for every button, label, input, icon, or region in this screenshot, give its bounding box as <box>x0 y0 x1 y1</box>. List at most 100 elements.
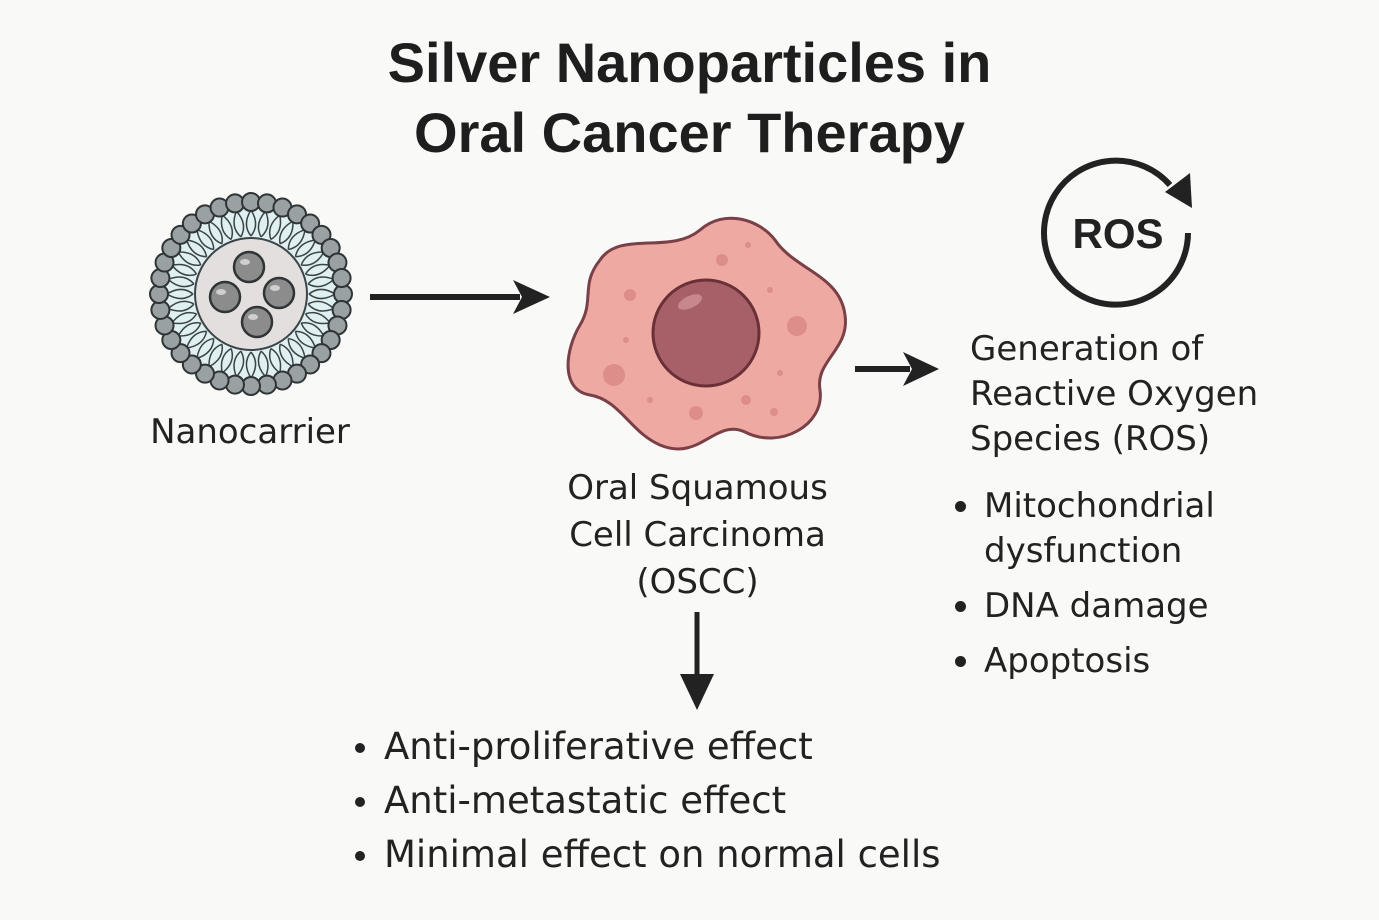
lipid-tail <box>233 210 242 238</box>
lipid-tail <box>300 251 324 266</box>
oscc-label: Oral Squamous Cell Carcinoma (OSCC) <box>520 465 875 606</box>
lipid-tail <box>233 350 242 378</box>
list-item-text: dysfunction <box>984 531 1183 571</box>
cancer-cell-icon <box>566 216 847 451</box>
lipid-tail <box>295 330 317 349</box>
nanocarrier-label: Nanocarrier <box>150 412 350 452</box>
list-item: Anti-proliferative effect <box>352 722 941 772</box>
nanoparticle <box>262 276 296 310</box>
lipid-tail <box>301 251 325 267</box>
lipid-tail <box>287 338 306 360</box>
silver-nanoparticles <box>208 250 296 339</box>
lipid-tail <box>257 210 267 238</box>
cell-effects-list: Anti-proliferative effect Anti-metastati… <box>352 722 941 884</box>
lipid-tail <box>167 303 195 312</box>
lipid-tail <box>288 337 306 359</box>
lipid-tail <box>167 300 195 310</box>
lipid-tail <box>171 264 197 277</box>
lipid-tail <box>208 221 223 245</box>
cytoplasm-granules <box>603 242 807 420</box>
oscc-label-line: (OSCC) <box>636 562 759 602</box>
lipid-tail <box>245 209 252 237</box>
list-item: Anti-metastatic effect <box>352 776 941 826</box>
lipid-tail <box>279 221 294 245</box>
lipid-tail <box>250 209 257 237</box>
ros-label-line: Generation of <box>970 329 1204 369</box>
lipid-tail <box>305 264 331 277</box>
diagram-title: Silver Nanoparticles in Oral Cancer Ther… <box>0 28 1379 168</box>
list-item: DNA damage <box>952 584 1215 629</box>
lipid-heads <box>149 192 353 396</box>
ros-label-line: Reactive Oxygen <box>970 374 1259 414</box>
lipid-head <box>331 268 352 289</box>
lipid-tail <box>171 263 198 275</box>
nanocarrier-core <box>194 237 308 351</box>
lipid-tail <box>186 239 208 257</box>
nanoparticle <box>232 250 266 284</box>
lipid-tail <box>260 210 269 238</box>
lipid-tail <box>208 343 223 367</box>
lipid-tail <box>308 293 336 300</box>
lipid-tail <box>260 350 269 378</box>
lipid-tail <box>268 348 281 374</box>
lipid-tail <box>304 263 331 275</box>
lipid-tail <box>257 350 267 378</box>
lipid-tail <box>307 303 335 312</box>
lipid-tail <box>301 321 325 337</box>
lipid-tail <box>178 251 202 266</box>
lipid-tail <box>166 293 194 300</box>
lipid-tail <box>221 214 234 240</box>
lipid-tail <box>235 350 245 378</box>
lipid-tail <box>186 331 208 349</box>
lipid-tail <box>208 344 224 368</box>
nanoparticle <box>208 280 242 314</box>
lipid-tails <box>166 209 336 379</box>
list-item-text: Apoptosis <box>984 641 1151 681</box>
lipid-tail <box>300 322 324 337</box>
lipid-tail <box>185 330 207 349</box>
lipid-tail <box>294 239 316 257</box>
lipid-tail <box>185 239 207 258</box>
lipid-tail <box>307 276 335 285</box>
list-item: Mitochondrial dysfunction <box>952 484 1215 574</box>
lipid-tail <box>270 347 282 374</box>
lipid-tail <box>220 347 232 374</box>
title-line-2: Oral Cancer Therapy <box>414 101 965 164</box>
lipid-tail <box>304 313 331 325</box>
ros-label-line: Species (ROS) <box>970 419 1211 459</box>
lipid-tail <box>196 338 215 360</box>
lipid-tail <box>278 220 294 244</box>
oscc-label-line: Oral Squamous <box>567 468 828 508</box>
lipid-tail <box>250 351 257 379</box>
ros-label: Generation of Reactive Oxygen Species (R… <box>970 327 1258 462</box>
lipid-tail <box>235 210 245 238</box>
lipid-tail <box>294 331 316 349</box>
liposome-nanocarrier-icon <box>149 192 353 396</box>
lipid-tail <box>167 276 195 285</box>
lipid-tail <box>167 278 195 288</box>
nanoparticle <box>240 305 274 339</box>
list-item-text: Mitochondrial <box>984 486 1215 526</box>
lipid-tail <box>288 229 306 251</box>
arrow-right-icon <box>370 280 550 314</box>
lipid-tail <box>305 311 331 324</box>
nucleus <box>651 278 761 388</box>
oscc-label-line: Cell Carcinoma <box>569 515 826 555</box>
lipid-tail <box>171 311 197 324</box>
lipid-tail <box>177 321 201 337</box>
lipid-tail <box>307 278 335 288</box>
lipid-tail <box>307 300 335 310</box>
lipid-tail <box>268 214 281 240</box>
list-item-text: DNA damage <box>984 586 1209 626</box>
lipid-tail <box>208 220 224 244</box>
ros-effects-list: Mitochondrial dysfunction DNA damage Apo… <box>952 484 1215 694</box>
lipid-tail <box>221 348 234 374</box>
lipid-tail <box>196 337 214 359</box>
lipid-tail <box>295 239 317 258</box>
lipid-tail <box>308 288 336 295</box>
ros-cycle-icon: ROS <box>1041 157 1192 308</box>
lipid-tail <box>279 343 294 367</box>
lipid-tail <box>245 351 252 379</box>
list-item: Apoptosis <box>952 639 1215 684</box>
lipid-tail <box>220 214 232 241</box>
